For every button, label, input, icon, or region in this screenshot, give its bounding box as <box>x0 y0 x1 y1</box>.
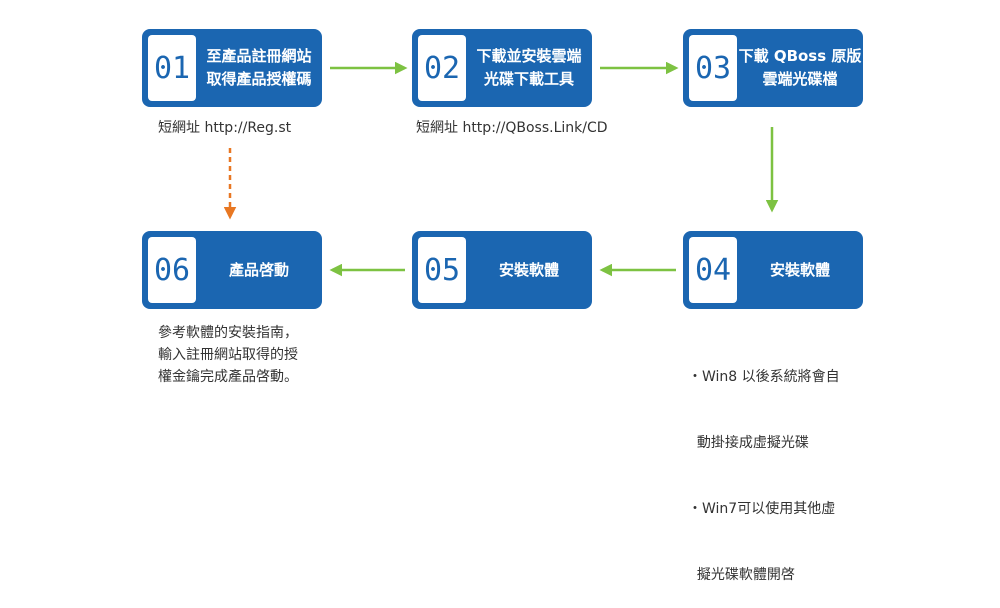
step-02-box: 02 下載並安裝雲端 光碟下載工具 <box>412 29 592 107</box>
step-label-line: 至產品註冊網站 <box>206 47 312 65</box>
step-01-url-note: 短網址 http://Reg.st <box>158 120 292 136</box>
step-label-line: 安裝軟體 <box>769 260 830 279</box>
step-number-box: 01 <box>148 35 196 101</box>
step-03-box: 03 下載 QBoss 原版 雲端光碟檔 <box>683 29 863 107</box>
step-label: 下載並安裝雲端 光碟下載工具 <box>466 29 592 107</box>
step-label-line: 光碟下載工具 <box>483 70 574 88</box>
bullet-line: 動掛接成虛擬光碟 <box>688 435 809 451</box>
step-label-line: 下載並安裝雲端 <box>476 47 582 65</box>
step-04-box: 04 安裝軟體 <box>683 231 863 309</box>
step-number-box: 02 <box>418 35 466 101</box>
step-number: 02 <box>423 50 461 86</box>
step-label: 安裝軟體 <box>737 231 863 309</box>
step-label-line: 取得產品授權碼 <box>206 70 312 88</box>
step-01-box: 01 至產品註冊網站 取得產品授權碼 <box>142 29 322 107</box>
step-number: 06 <box>153 252 191 288</box>
arrows-layer <box>223 61 779 277</box>
step-06-box: 06 產品啓動 <box>142 231 322 309</box>
step-label: 至產品註冊網站 取得產品授權碼 <box>196 29 322 107</box>
step-label: 安裝軟體 <box>466 231 592 309</box>
bullet-line: ・Win8 以後系統將會自 <box>688 369 840 385</box>
description-line: 權金鑰完成產品啓動。 <box>158 369 298 385</box>
step-04-bullets: ・Win8 以後系統將會自 動掛接成虛擬光碟 ・Win7可以使用其他虛 擬光碟軟… <box>688 322 840 608</box>
step-05-box: 05 安裝軟體 <box>412 231 592 309</box>
step-number-box: 05 <box>418 237 466 303</box>
step-label-line: 產品啓動 <box>228 260 289 279</box>
step-label-line: 下載 QBoss 原版 <box>738 47 862 65</box>
step-number-box: 06 <box>148 237 196 303</box>
step-number: 01 <box>153 50 191 86</box>
description-line: 參考軟體的安裝指南， <box>158 325 298 341</box>
step-number-box: 04 <box>689 237 737 303</box>
step-06-description: 參考軟體的安裝指南， 輸入註冊網站取得的授 權金鑰完成產品啓動。 <box>158 322 298 388</box>
step-number: 05 <box>423 252 461 288</box>
bullet-line: ・Win7可以使用其他虛 <box>688 501 836 517</box>
description-line: 輸入註冊網站取得的授 <box>158 347 298 363</box>
step-number: 04 <box>694 252 732 288</box>
step-label: 產品啓動 <box>196 231 322 309</box>
step-label: 下載 QBoss 原版 雲端光碟檔 <box>737 29 863 107</box>
step-number-box: 03 <box>689 35 737 101</box>
step-label-line: 雲端光碟檔 <box>762 70 838 88</box>
step-label-line: 安裝軟體 <box>498 260 559 279</box>
step-02-url-note: 短網址 http://QBoss.Link/CD <box>416 120 608 136</box>
bullet-line: 擬光碟軟體開啓 <box>688 567 795 583</box>
step-number: 03 <box>694 50 732 86</box>
